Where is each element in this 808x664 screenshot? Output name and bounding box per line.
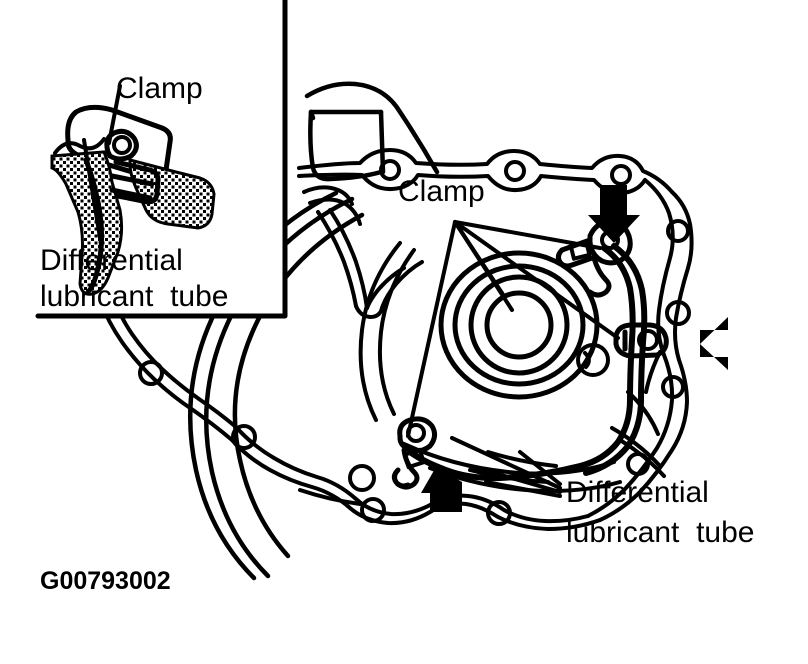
inset-detail-panel: [0, 0, 288, 319]
leader-lines-main: [406, 220, 620, 498]
inset-border: [35, 0, 288, 319]
inset-leader-clamp: [107, 84, 122, 145]
main-tube-label-line1: Differential: [566, 476, 709, 509]
arrow-down-upper-right: [588, 185, 640, 243]
arrow-up-bottom-left: [421, 467, 462, 512]
bearing-bore: [438, 250, 600, 400]
small-boss: [576, 343, 610, 377]
inset-leader-tube: [82, 138, 103, 246]
inset-tube-label-line1: Differential: [40, 244, 183, 277]
figure-code: G00793002: [40, 567, 171, 595]
housing-right-flange: [586, 178, 694, 522]
housing-inner-arcs: [358, 241, 416, 422]
inset-housing-section: [50, 150, 216, 296]
inset-background: [0, 0, 285, 316]
housing-bottom-flange: [230, 424, 602, 531]
differential-lubricant-tube: [407, 243, 648, 482]
clamp-bottom-left: [391, 416, 438, 490]
housing-top-ribs: [302, 185, 424, 319]
inset-clamp-label: Clamp: [116, 72, 203, 105]
main-clamp-label: Clamp: [398, 175, 485, 208]
main-tube-label-line2: lubricant tube: [566, 516, 754, 549]
arrow-left-right-middle: [700, 317, 728, 370]
inset-clamp-strap: [109, 159, 161, 205]
inset-tube-label-line2: lubricant tube: [40, 280, 228, 313]
clamp-right-middle: [613, 322, 669, 359]
callout-arrows: [421, 185, 728, 512]
inset-top-squiggle: [53, 137, 106, 155]
